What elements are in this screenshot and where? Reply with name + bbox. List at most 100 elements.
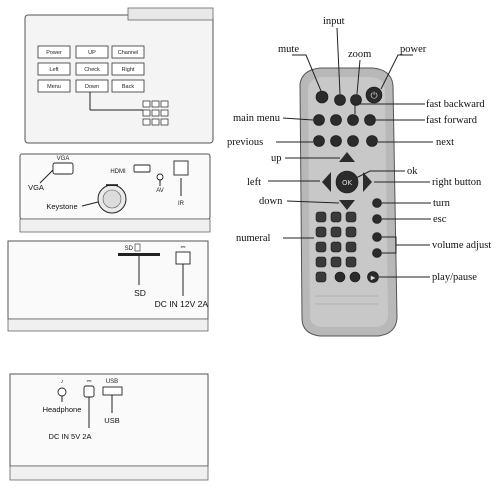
left-callout: left [247,177,261,188]
zoom-callout-line [356,59,361,95]
callout-labels: mute input zoom power main menu fast bac… [227,16,491,283]
esc-callout: esc [433,214,447,225]
previous-callout: previous [227,137,263,148]
play-pause-button[interactable] [367,271,379,283]
panel-down-label: Down [85,84,99,90]
panel-right-button[interactable] [111,62,145,76]
mute-button[interactable] [315,90,329,104]
right-arrow-button[interactable] [363,172,372,192]
sd-marking: SD [125,246,134,252]
keypad-key[interactable] [160,118,169,126]
panel-power-label: Power [46,50,62,56]
numeral-key[interactable] [330,226,342,238]
ok-button[interactable] [335,170,359,194]
panel-up-label: UP [88,50,96,56]
fast-forward-callout: fast forward [426,115,478,126]
vga-pointer [39,169,54,184]
numeral-key[interactable] [345,241,357,253]
top-panel-lens-housing [127,7,214,21]
panel-menu-button[interactable] [37,79,71,93]
hdmi-label: HDMI [110,169,126,175]
remote-bottom-key[interactable] [315,271,327,283]
remote-texture [315,303,378,305]
keystone-knob-center [102,189,122,209]
keypad-key[interactable] [160,100,169,108]
panel-back-label: Back [122,84,134,90]
remote-aux-button[interactable] [330,135,342,147]
top-panel-button-grid: Power UP Channel Left Check Right Menu D… [37,45,145,93]
hdmi-port [133,164,151,173]
next-button[interactable] [366,135,378,147]
mute-callout-line [292,54,322,92]
keypad-key[interactable] [151,118,160,126]
power-callout-line [380,54,413,90]
remote-bottom-key[interactable] [334,271,346,283]
numeral-key[interactable] [345,211,357,223]
fast-forward-button[interactable] [364,114,376,126]
panel-left-button[interactable] [37,62,71,76]
numeral-key[interactable] [330,241,342,253]
numeral-key[interactable] [345,256,357,268]
panel-check-button[interactable] [75,62,109,76]
usb-label: USB [104,416,119,425]
main-menu-button[interactable] [313,114,325,126]
remote-bottom-key[interactable] [349,271,361,283]
side-panel-base [7,318,209,332]
numeral-key[interactable] [315,226,327,238]
keypad-key[interactable] [142,100,151,108]
numeral-callout: numeral [236,233,270,244]
volume-up-button[interactable] [372,232,382,242]
panel-back-button[interactable] [111,79,145,93]
numeral-keypad [315,211,357,268]
numeral-key[interactable] [315,256,327,268]
ir-label: IR [178,201,185,207]
sd-slot [118,253,160,256]
usb-port-label: USB [106,379,118,385]
esc-button[interactable] [372,214,382,224]
keypad-key[interactable] [151,100,160,108]
numeral-key[interactable] [315,241,327,253]
keypad-key[interactable] [151,109,160,117]
keypad-key[interactable] [142,109,151,117]
turn-button[interactable] [372,198,382,208]
volume-adjust-callout: volume adjust [432,240,491,251]
input-button[interactable] [334,94,346,106]
power-button[interactable] [365,86,383,104]
av-port [156,173,164,181]
panel-up-button[interactable] [75,45,109,59]
down-callout: down [259,196,283,207]
remote-aux-button[interactable] [330,114,342,126]
down-callout-line [286,200,340,204]
main-menu-callout-line [282,117,314,121]
panel-left-label: Left [49,67,59,73]
volume-down-button[interactable] [372,248,382,258]
numeral-key[interactable] [330,256,342,268]
fast-backward-callout: fast backward [426,99,485,110]
down-arrow-button[interactable] [339,200,355,210]
back-panel-base [9,465,209,481]
up-callout: up [271,153,282,164]
dc-12v-port [175,251,191,265]
keypad-key[interactable] [142,118,151,126]
zoom-button[interactable] [350,94,362,106]
numeral-key[interactable] [330,211,342,223]
numeral-key[interactable] [345,226,357,238]
dc-12v-symbol: ⎓ [181,245,186,251]
dc-5v-symbol: ⎓ [87,379,92,385]
previous-button[interactable] [313,135,325,147]
up-arrow-button[interactable] [339,152,355,162]
panel-down-button[interactable] [75,79,109,93]
sd-card-icon [134,243,141,252]
panel-channel-button[interactable] [111,45,145,59]
main-menu-callout: main menu [233,113,281,124]
panel-power-button[interactable] [37,45,71,59]
left-arrow-button[interactable] [322,172,331,192]
top-panel: Power UP Channel Left Check Right Menu D… [24,7,214,144]
play-pause-callout: play/pause [432,272,477,283]
remote-aux-button[interactable] [347,135,359,147]
keystone-pointer [81,201,99,207]
keypad-key[interactable] [160,109,169,117]
fast-backward-button[interactable] [347,114,359,126]
headphone-jack [57,387,67,397]
numeral-key[interactable] [315,211,327,223]
